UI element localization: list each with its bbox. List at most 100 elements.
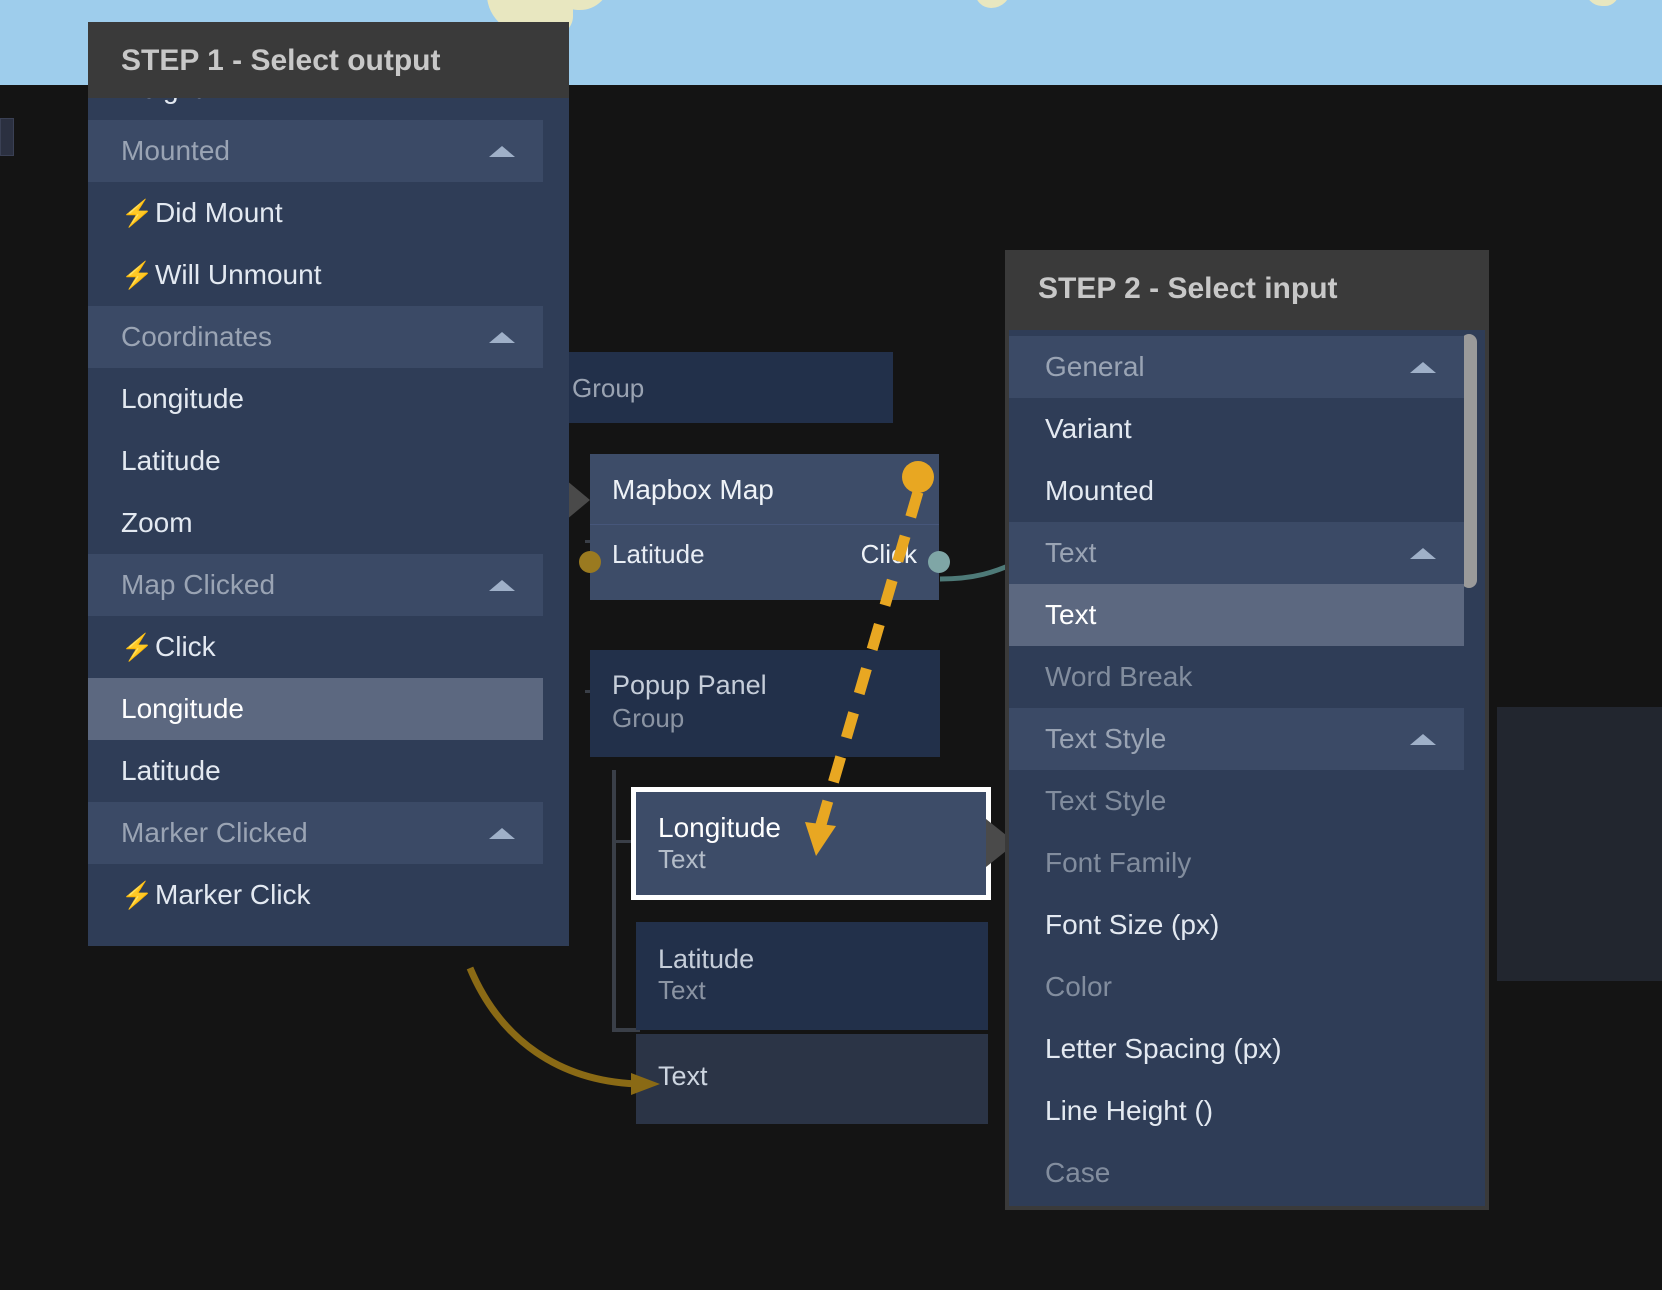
step-2-row-text-style[interactable]: Text Style <box>1009 770 1464 832</box>
step-1-row-label: Longitude <box>121 693 244 725</box>
step-2-row-letter-spacing-px[interactable]: Letter Spacing (px) <box>1009 1018 1464 1080</box>
step-1-row-zoom[interactable]: Zoom <box>88 492 543 554</box>
node-mapbox-map[interactable]: Mapbox Map Latitude Click <box>590 454 939 600</box>
lightning-bolt-icon: ⚡ <box>121 260 155 291</box>
chevron-up-icon[interactable] <box>1410 548 1436 559</box>
node-group[interactable]: Group <box>560 352 893 423</box>
node-popup-title: Popup Panel <box>590 650 940 701</box>
step-1-row-marker-click[interactable]: ⚡Marker Click <box>88 864 543 926</box>
step-1-row-click[interactable]: ⚡Click <box>88 616 543 678</box>
step-1-row-label: Map Clicked <box>121 569 275 601</box>
step-2-row-variant[interactable]: Variant <box>1009 398 1464 460</box>
step-1-row-longitude[interactable]: Longitude <box>88 368 543 430</box>
step-1-row-label: Marker Clicked <box>121 817 308 849</box>
land-shape <box>975 0 1011 8</box>
chevron-up-icon[interactable] <box>489 146 515 157</box>
node-mapbox-ports: Latitude Click <box>590 524 939 600</box>
step-2-row-label: Letter Spacing (px) <box>1045 1033 1282 1065</box>
step-2-row-mounted[interactable]: Mounted <box>1009 460 1464 522</box>
step-1-row-label: Marker Id <box>121 941 239 946</box>
step-1-row-label: Will Unmount <box>155 259 321 291</box>
chevron-up-icon[interactable] <box>489 580 515 591</box>
step-2-row-label: Text <box>1045 537 1096 569</box>
step-1-row-longitude[interactable]: Longitude <box>88 678 543 740</box>
chevron-up-icon[interactable] <box>489 332 515 343</box>
step-2-row-label: Color <box>1045 971 1112 1003</box>
step-1-row-latitude[interactable]: Latitude <box>88 430 543 492</box>
step-1-row-will-unmount[interactable]: ⚡Will Unmount <box>88 244 543 306</box>
step-1-row-label: Longitude <box>121 383 244 415</box>
step-2-row-label: Text <box>1045 599 1096 631</box>
step-1-row-latitude[interactable]: Latitude <box>88 740 543 802</box>
step-1-row-label: Marker Click <box>155 879 311 911</box>
node-group-label: Group <box>560 352 893 404</box>
lightning-bolt-icon: ⚡ <box>121 632 155 663</box>
step-2-row-general[interactable]: General <box>1009 336 1464 398</box>
canvas-left-stub <box>0 118 14 156</box>
step-2-row-label: Case <box>1045 1157 1110 1189</box>
step-2-row-label: Word Break <box>1045 661 1192 693</box>
step-2-row-label: Variant <box>1045 413 1132 445</box>
step-2-row-text[interactable]: Text <box>1009 584 1464 646</box>
step-1-row-label: Mounted <box>121 135 230 167</box>
lightning-bolt-icon: ⚡ <box>121 880 155 911</box>
tree-rail <box>612 770 616 1032</box>
step-2-row-label: General <box>1045 351 1145 383</box>
tree-branch <box>612 840 632 843</box>
chevron-up-icon[interactable] <box>489 828 515 839</box>
step-1-row-label: Latitude <box>121 755 221 787</box>
step-1-row-label: Height <box>121 98 202 105</box>
step-1-row-map-clicked[interactable]: Map Clicked <box>88 554 543 616</box>
node-latitude[interactable]: Latitude Text <box>636 922 988 1030</box>
step-2-row-text-style[interactable]: Text Style <box>1009 708 1464 770</box>
node-text[interactable]: Text <box>636 1034 988 1124</box>
step-2-row-label: Font Size (px) <box>1045 909 1219 941</box>
step-1-row-marker-id[interactable]: Marker Id <box>88 926 543 946</box>
step-1-row-label: Click <box>155 631 216 663</box>
chevron-up-icon[interactable] <box>1410 362 1436 373</box>
step-2-row-label: Text Style <box>1045 723 1166 755</box>
port-in-dot[interactable] <box>579 551 601 573</box>
step-2-row-font-size-px[interactable]: Font Size (px) <box>1009 894 1464 956</box>
node-latitude-subtitle: Text <box>636 975 988 1006</box>
step-1-row-label: Coordinates <box>121 321 272 353</box>
step-2-row-case[interactable]: Case <box>1009 1142 1464 1204</box>
step-1-row-did-mount[interactable]: ⚡Did Mount <box>88 182 543 244</box>
step-2-row-label: Text Style <box>1045 785 1166 817</box>
node-longitude-selected[interactable]: Longitude Text <box>631 787 991 900</box>
step-1-row-label: Did Mount <box>155 197 283 229</box>
step-2-row-label: Mounted <box>1045 475 1154 507</box>
step-1-list[interactable]: HeightMounted⚡Did Mount⚡Will UnmountCoor… <box>88 98 569 946</box>
step-1-row-label: Latitude <box>121 445 221 477</box>
port-in-label: Latitude <box>612 539 705 570</box>
node-collapse-arrow-icon <box>566 480 590 520</box>
node-text-title: Text <box>636 1034 988 1092</box>
port-out-label: Click <box>861 539 917 570</box>
step-2-list[interactable]: GeneralVariantMountedTextTextWord BreakT… <box>1009 330 1485 1206</box>
step-1-title: STEP 1 - Select output <box>88 22 569 98</box>
step-2-row-label: Font Family <box>1045 847 1191 879</box>
node-popup-panel[interactable]: Popup Panel Group <box>590 650 940 757</box>
canvas-node-block <box>1497 889 1662 981</box>
land-shape <box>1585 0 1619 6</box>
node-mapbox-title: Mapbox Map <box>590 454 939 524</box>
step-1-row-mounted[interactable]: Mounted <box>88 120 543 182</box>
step-1-row-marker-clicked[interactable]: Marker Clicked <box>88 802 543 864</box>
step-2-row-font-family[interactable]: Font Family <box>1009 832 1464 894</box>
step-2-row-text[interactable]: Text <box>1009 522 1464 584</box>
node-popup-subtitle: Group <box>590 701 940 734</box>
step-2-title: STEP 2 - Select input <box>1005 250 1489 326</box>
step-2-row-color[interactable]: Color <box>1009 956 1464 1018</box>
step-1-row-height[interactable]: Height <box>88 98 543 120</box>
step-2-panel: STEP 2 - Select input GeneralVariantMoun… <box>1005 250 1489 1210</box>
step-2-row-line-height[interactable]: Line Height () <box>1009 1080 1464 1142</box>
chevron-up-icon[interactable] <box>1410 734 1436 745</box>
step-1-row-coordinates[interactable]: Coordinates <box>88 306 543 368</box>
canvas-node-block <box>1497 707 1662 889</box>
step-2-row-word-break[interactable]: Word Break <box>1009 646 1464 708</box>
port-out-dot[interactable] <box>928 551 950 573</box>
lightning-bolt-icon: ⚡ <box>121 198 155 229</box>
connector-click-to-input <box>940 563 1015 579</box>
node-longitude-title: Longitude <box>636 792 986 844</box>
